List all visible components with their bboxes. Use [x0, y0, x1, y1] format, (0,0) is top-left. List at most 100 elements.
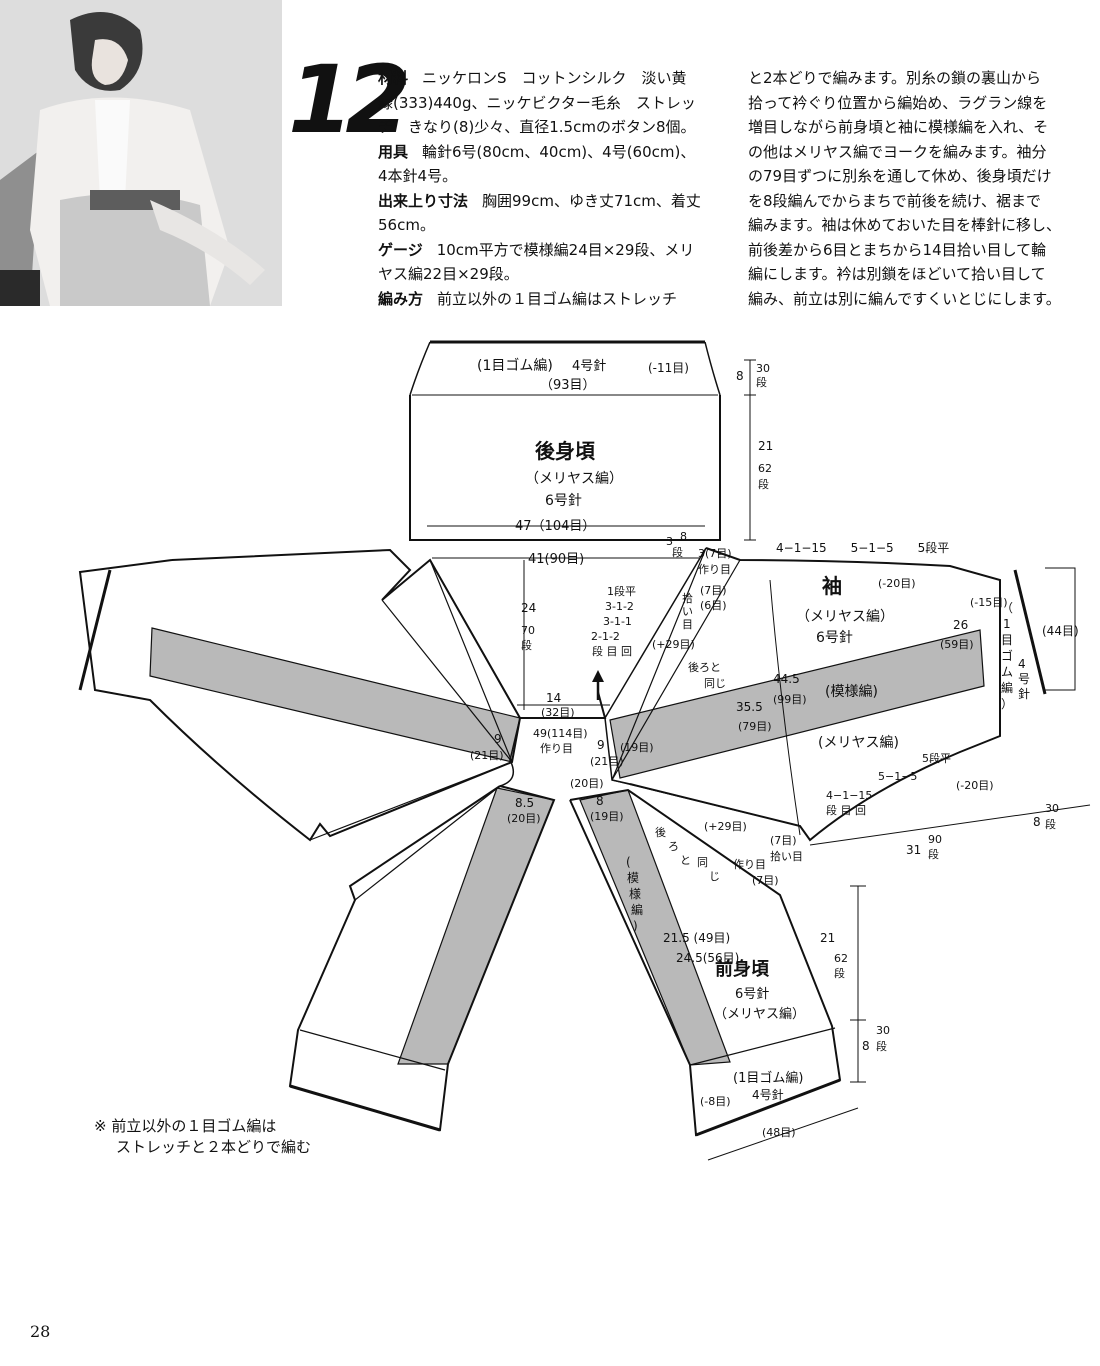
description-column-1: 材料ニッケロンS コットンシルク 淡い黄 緑(333)440g、ニッケビクター毛… [378, 66, 733, 311]
method-line-11: 編み、前立は別に編んですくいとじにします。 [748, 289, 1061, 308]
yoke-height: 24 [521, 601, 536, 615]
sleeve-cuff-dec: (-15目) [970, 596, 1008, 609]
cuff-label-2: 1 [1003, 617, 1011, 631]
right-raglan-count: (19目) [620, 741, 654, 754]
yoke-same-back-2: 同じ [704, 677, 726, 690]
method-line-6: の79目ずつに別糸を通して休め、後身頃だけ [748, 167, 1052, 185]
materials-label: 材料 [378, 69, 409, 87]
gauge-label: ゲージ [378, 240, 423, 259]
sleeve-cuff-rows-unit: 段 [1045, 817, 1056, 831]
sleeve-title: 袖 [822, 574, 842, 598]
front-raglan-lines [354, 785, 781, 901]
note-line-2: ストレッチと２本どりで編む [116, 1138, 312, 1156]
front-ribbing-needle: 4号針 [752, 1087, 784, 1102]
left-front-raglan: 8.5 [515, 796, 534, 810]
front-inc-total: (+29目) [704, 820, 747, 833]
right-sleeve-pattern-band [609, 629, 985, 779]
cuff-label-6: 編 [1001, 680, 1013, 695]
yoke-pickup-3: 目 [682, 618, 693, 631]
mid-raglan-width: 9 [597, 738, 605, 752]
front-same-back-2: ろ [668, 840, 679, 853]
yoke-same-back-1: 後ろと [688, 660, 721, 674]
front-height-dimension [850, 885, 866, 1083]
tools-line-1: 用具輪針6号(80cm、40cm)、4号(60cm)、 [378, 142, 696, 161]
neck-width: 14 [546, 691, 561, 705]
right-cuff-hem [1013, 569, 1047, 695]
sleeve-pattern-label: (模様編) [825, 684, 878, 700]
back-height-dimension [744, 359, 756, 541]
front-ribbing-dec: (-8目) [700, 1095, 731, 1108]
front-raglan-count: (19目) [590, 810, 624, 823]
sleeve-length-inner-count: (79目) [738, 720, 772, 733]
yoke-inc-total: (+29目) [652, 638, 695, 651]
materials-line-1: 材料ニッケロンS コットンシルク 淡い黄 [378, 69, 687, 87]
left-cuff-hem [78, 569, 112, 691]
cuff-count-dimension [1045, 567, 1076, 691]
yoke-rows: 70 [521, 624, 535, 637]
tools-line-2: 4本針4号。 [378, 167, 458, 185]
hem-width-dimension [707, 1107, 859, 1161]
front-same-back-1: 後 [655, 825, 666, 839]
yoke-inc-line-1: 1段平 [607, 584, 636, 598]
cuff-label-3: 目 [1001, 633, 1013, 647]
model-photo-illustration [0, 0, 282, 306]
sleeve-rows: 90 [928, 833, 942, 846]
size-label: 出来上り寸法 [378, 191, 469, 210]
bottom-raglan-count: (20目) [570, 777, 604, 790]
method-line-9: 前後差から6目とまちから14目拾い目して輪 [748, 240, 1047, 259]
cuff-needle-2: 号 [1018, 672, 1030, 686]
back-stitch: （メリヤス編） [525, 471, 623, 487]
method-label: 編み方 [378, 289, 424, 308]
front-same-back-3: と [680, 854, 691, 867]
back-body-rows-unit: 段 [758, 477, 769, 491]
materials-line-3: チ きなり(8)少々、直径1.5cmのボタン8個。 [378, 118, 696, 136]
front-rib-height: 8 [862, 1039, 870, 1053]
sleeve-dec-bottom-count: (-20目) [956, 779, 994, 792]
materials-line-2: 緑(333)440g、ニッケビクター毛糸 ストレッ [378, 93, 696, 112]
sleeve-length-dimension [809, 804, 1091, 846]
cuff-count: (44目) [1042, 624, 1079, 638]
sleeve-rows-unit: 段 [928, 847, 939, 861]
method-line-5: の他はメリヤス編でヨークを編みます。袖分 [748, 142, 1047, 161]
front-body-rows: 62 [834, 952, 848, 965]
front-pattern-5: ) [633, 919, 638, 933]
sleeve-pickup-label: 拾い目 [770, 849, 803, 863]
cuff-needle-1: 4 [1018, 657, 1026, 671]
yoke-rows-unit: 段 [521, 638, 532, 652]
cuff-label-7: ） [1001, 697, 1013, 711]
back-decrease: (-11目) [648, 361, 689, 375]
yoke-cast-on: 49(114目) [533, 727, 588, 740]
sleeve-length: 31 [906, 843, 921, 857]
gusset-height-2: 8 [680, 530, 687, 543]
front-same-back-5: じ [709, 870, 720, 883]
description-column-2: と2本どりで編みます。別糸の鎖の裏山から 拾って衿ぐり位置から編始め、ラグラン線… [748, 66, 1088, 311]
front-width-2: 24.5(56目) [676, 951, 739, 965]
front-title: 前身頃 [715, 958, 770, 980]
back-rib-rows-unit: 段 [756, 375, 767, 389]
back-ribbing-needle: 4号針 [572, 359, 606, 374]
front-hem-count: (48目) [762, 1126, 796, 1139]
method-line-7: を8段編んでからまちで前後を続け、裾まで [748, 191, 1042, 210]
size-line-2: 56cm。 [378, 216, 435, 234]
method-line-10: 編にします。衿は別鎖をほどいて拾い目して [748, 265, 1046, 283]
sleeve-length-inner: 35.5 [736, 700, 763, 714]
pattern-number: 12 [288, 46, 411, 155]
tools-label: 用具 [378, 142, 409, 161]
yoke-pickup-2: い [682, 605, 693, 618]
front-same-back-4: 同 [697, 856, 708, 869]
back-body-height: 21 [758, 439, 773, 453]
left-front-raglan-count: (20目) [507, 812, 541, 825]
sleeve-dec-bottom-4: 段 目 回 [826, 803, 866, 817]
sleeve-needle: 6号針 [816, 630, 853, 646]
sleeve-stockinette-label: (メリヤス編) [818, 735, 899, 751]
yoke-inc-line-5: 段 目 回 [592, 644, 632, 658]
knitting-schematic: (1目ゴム編) 4号針 (-11目) （93目） 後身頃 （メリヤス編） 6号針… [78, 340, 1091, 1161]
yoke-inc-line-3: 3-1-1 [603, 615, 632, 628]
direction-arrow-head [592, 670, 604, 682]
left-sleeve-pattern-band [149, 627, 521, 763]
stretch-yarn-note: ※ 前立以外の１目ゴム編は ストレッチと２本どりで編む [94, 1116, 311, 1158]
cuff-width: 26 [953, 618, 968, 632]
method-line-3: 拾って衿ぐり位置から編始め、ラグラン線を [748, 93, 1048, 112]
front-pattern-4: 編 [631, 902, 643, 917]
